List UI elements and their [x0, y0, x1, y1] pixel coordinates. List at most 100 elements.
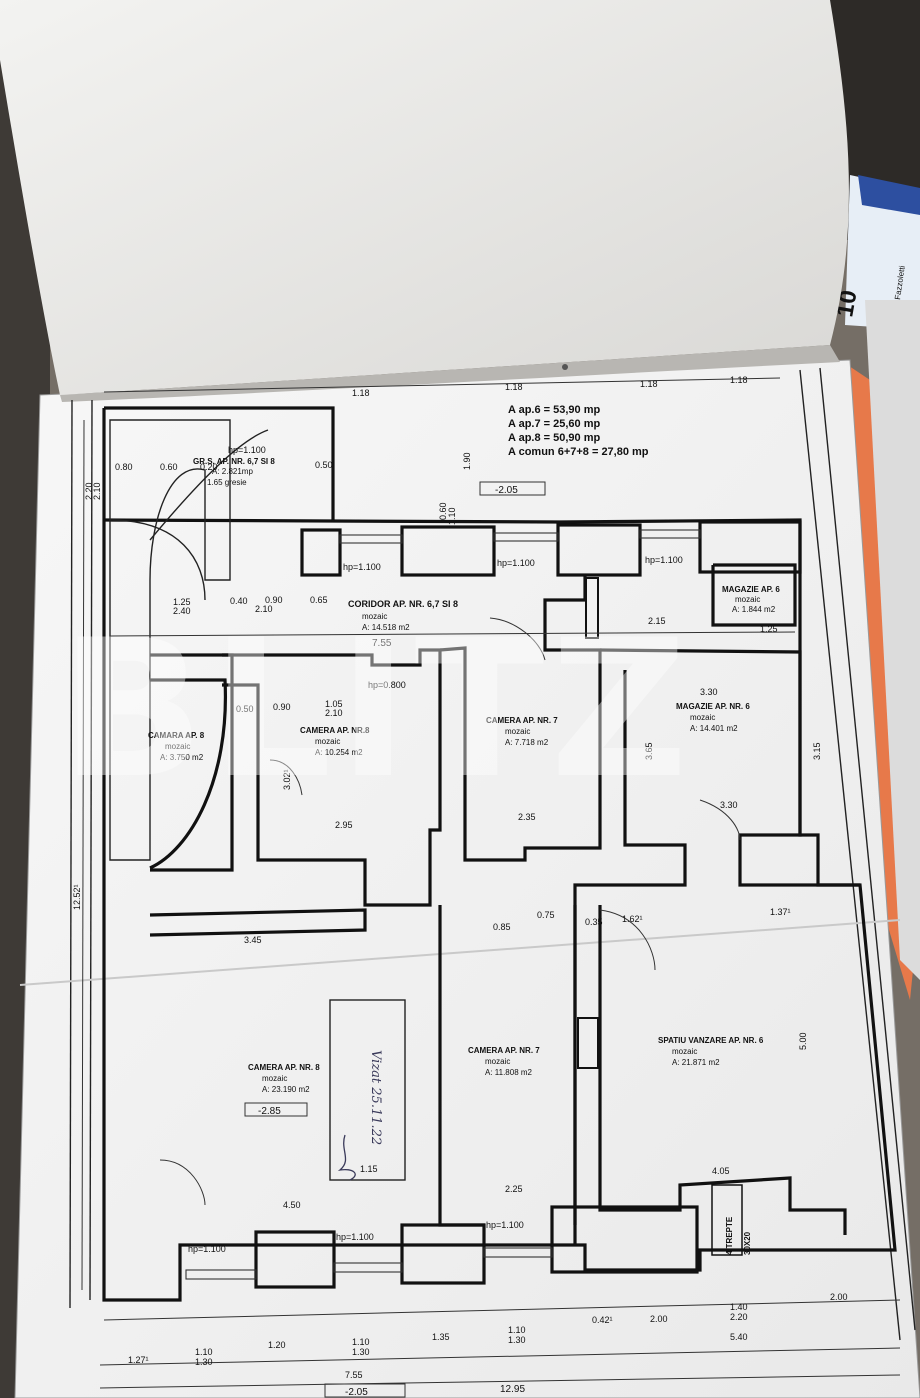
- corridor-pillar-1: [300, 528, 342, 577]
- dim-left: 2.20: [84, 482, 94, 500]
- dim-bottom-1: 2.00: [830, 1292, 848, 1302]
- mag6a-area: A: 1.844 m2: [732, 605, 776, 614]
- stair-arc-2: [149, 429, 269, 541]
- dim-misc: 0.20: [200, 462, 218, 472]
- dim-bottom-1: 1.40: [730, 1302, 748, 1312]
- handwritten-signature: [337, 1134, 356, 1181]
- dim-top: 1.18: [505, 382, 523, 392]
- dim-top: 1.18: [730, 375, 748, 385]
- dim-left: 2.10: [92, 482, 102, 500]
- dim-line-left: [81, 419, 85, 1291]
- dim-misc: 0.80: [115, 462, 133, 472]
- door-arc-4: [699, 799, 741, 841]
- inner-rect-8b: [329, 999, 406, 1181]
- level-box-room: [244, 1102, 308, 1117]
- dim-misc: 2.95: [335, 820, 353, 830]
- dim-misc: 1.37¹: [770, 907, 791, 917]
- level-box-bottom: [324, 1383, 406, 1398]
- room-magazie-6a: MAGAZIE AP. 6 mozaic A: 1.844 m2: [722, 585, 780, 614]
- paper-flap: [0, 0, 849, 395]
- plan-sheet: [14, 359, 920, 1398]
- handwritten-note: Vizat 25.11.22: [368, 1050, 383, 1145]
- shop6-area: A: 21.871 m2: [672, 1058, 720, 1067]
- dim-bottom-2: 1.30: [195, 1357, 213, 1367]
- wc-name: GR.S. AP. NR. 6,7 SI 8: [193, 457, 275, 466]
- dim-misc: 4.05: [712, 1166, 730, 1176]
- wc-area: A: 2.821mp: [212, 467, 253, 476]
- level-room: -2.85: [258, 1106, 281, 1117]
- shop-wall: [598, 905, 847, 1235]
- mag6-wall: [599, 648, 860, 887]
- cam7a-floor: mozaic: [505, 727, 530, 736]
- summary-line-3: A ap.8 = 50,90 mp: [508, 432, 601, 444]
- corridor-pillar-3: [556, 523, 642, 577]
- dim-bottom-2: 1.35: [432, 1332, 450, 1342]
- cam7a-name: CAMERA AP. NR. 7: [486, 716, 558, 725]
- window-bottom-3: [483, 1247, 553, 1258]
- corridor-area: A: 14.518 m2: [362, 623, 410, 632]
- room-wc: hp=1.100 GR.S. AP. NR. 6,7 SI 8 A: 2.821…: [193, 445, 275, 487]
- hp-label: hp=1.100: [486, 1220, 524, 1230]
- room-camara-8: CAMARA AP. 8 mozaic A: 3.750 m2: [148, 731, 205, 762]
- mag6b-floor: mozaic: [690, 713, 715, 722]
- corridor-name: CORIDOR AP. NR. 6,7 SI 8: [348, 599, 458, 609]
- wc-floor: 1.65 gresie: [207, 478, 247, 487]
- shop6-name: SPATIU VANZARE AP. NR. 6: [658, 1036, 764, 1045]
- dim-misc: 2.35: [518, 812, 536, 822]
- mag6a-wall: [711, 563, 797, 627]
- frame-left-2: [89, 399, 93, 1301]
- dim-misc: 1.25: [760, 624, 778, 634]
- room-camera-7b: CAMERA AP. NR. 7 mozaic A: 11.808 m2: [468, 1046, 540, 1077]
- dim-misc: 0.60: [160, 462, 178, 472]
- door-arc-3: [599, 909, 656, 971]
- room-camera-8b: CAMERA AP. NR. 8 mozaic A: 23.190 m2 -2.…: [244, 1063, 320, 1117]
- dim-misc: 2.40: [173, 606, 191, 616]
- dim-bottom-1: 0.42¹: [592, 1315, 613, 1325]
- dim-misc: 1.10: [447, 507, 457, 525]
- dim-bottom-2: 1.10: [195, 1347, 213, 1357]
- room-magazie-6b: MAGAZIE AP. NR. 6 mozaic A: 14.401 m2: [676, 702, 750, 733]
- dim-misc: 0.35: [585, 917, 603, 927]
- dim-bottom-1: 2.00: [650, 1314, 668, 1324]
- corridor-pillar-4: [698, 520, 802, 574]
- dim-misc: 0.90: [265, 595, 283, 605]
- room-camera-7a: CAMERA AP. NR. 7 mozaic A: 7.718 m2: [486, 716, 558, 747]
- dim-misc: 4.50: [283, 1200, 301, 1210]
- dim-misc: 0.85: [493, 922, 511, 932]
- level-top: -2.05: [495, 485, 518, 496]
- window-top-1: [339, 534, 403, 544]
- level-bottom: -2.05: [345, 1387, 368, 1398]
- hp-label: hp=1.100: [188, 1244, 226, 1254]
- dim-misc: 3.30: [700, 687, 718, 697]
- dim-misc: 0.40: [230, 596, 248, 606]
- staple: [562, 364, 568, 370]
- misc-dimensions: 0.80 0.60 0.20 0.50 1.90 1.10 0.60 7.55 …: [115, 452, 822, 1210]
- window-bottom-2: [333, 1262, 403, 1273]
- window-top-2: [493, 532, 559, 542]
- dim-bottom-2: 1.30: [508, 1335, 526, 1345]
- dim-misc: 2.10: [325, 708, 343, 718]
- dim-misc: 3.65: [644, 742, 654, 760]
- dim-bottom-1: 2.20: [730, 1312, 748, 1322]
- room-shop-6: SPATIU VANZARE AP. NR. 6 mozaic A: 21.87…: [658, 1036, 764, 1067]
- bottom-pillar-1: [254, 1230, 336, 1289]
- dim-top: 1.18: [640, 379, 658, 389]
- wc-hp: hp=1.100: [228, 445, 266, 455]
- summary-line-4: A comun 6+7+8 = 27,80 mp: [508, 446, 649, 458]
- dim-line-bottom-1: [103, 1299, 901, 1321]
- mag6a-floor: mozaic: [735, 595, 760, 604]
- step-box: [711, 1184, 743, 1256]
- room8a-wall: [222, 648, 442, 907]
- corridor-floor: mozaic: [362, 612, 387, 621]
- summary-line-1: A ap.6 = 53,90 mp: [508, 404, 601, 416]
- room-corridor: CORIDOR AP. NR. 6,7 SI 8 mozaic A: 14.51…: [348, 599, 458, 632]
- dim-misc: 2.25: [505, 1184, 523, 1194]
- room7a-wall: [439, 575, 602, 862]
- bottom-pillar-3: [550, 1205, 699, 1274]
- mag6b-area: A: 14.401 m2: [690, 724, 738, 733]
- camara-wall: [150, 653, 234, 872]
- dim-misc: 5.00: [798, 1032, 808, 1050]
- dim-bottom-total: 7.55: [345, 1370, 363, 1380]
- dim-misc: 0.50: [315, 460, 333, 470]
- bottom-dimensions: 0.42¹ 2.00 1.40 2.20 2.00 1.27¹ 1.10 1.3…: [128, 1292, 848, 1398]
